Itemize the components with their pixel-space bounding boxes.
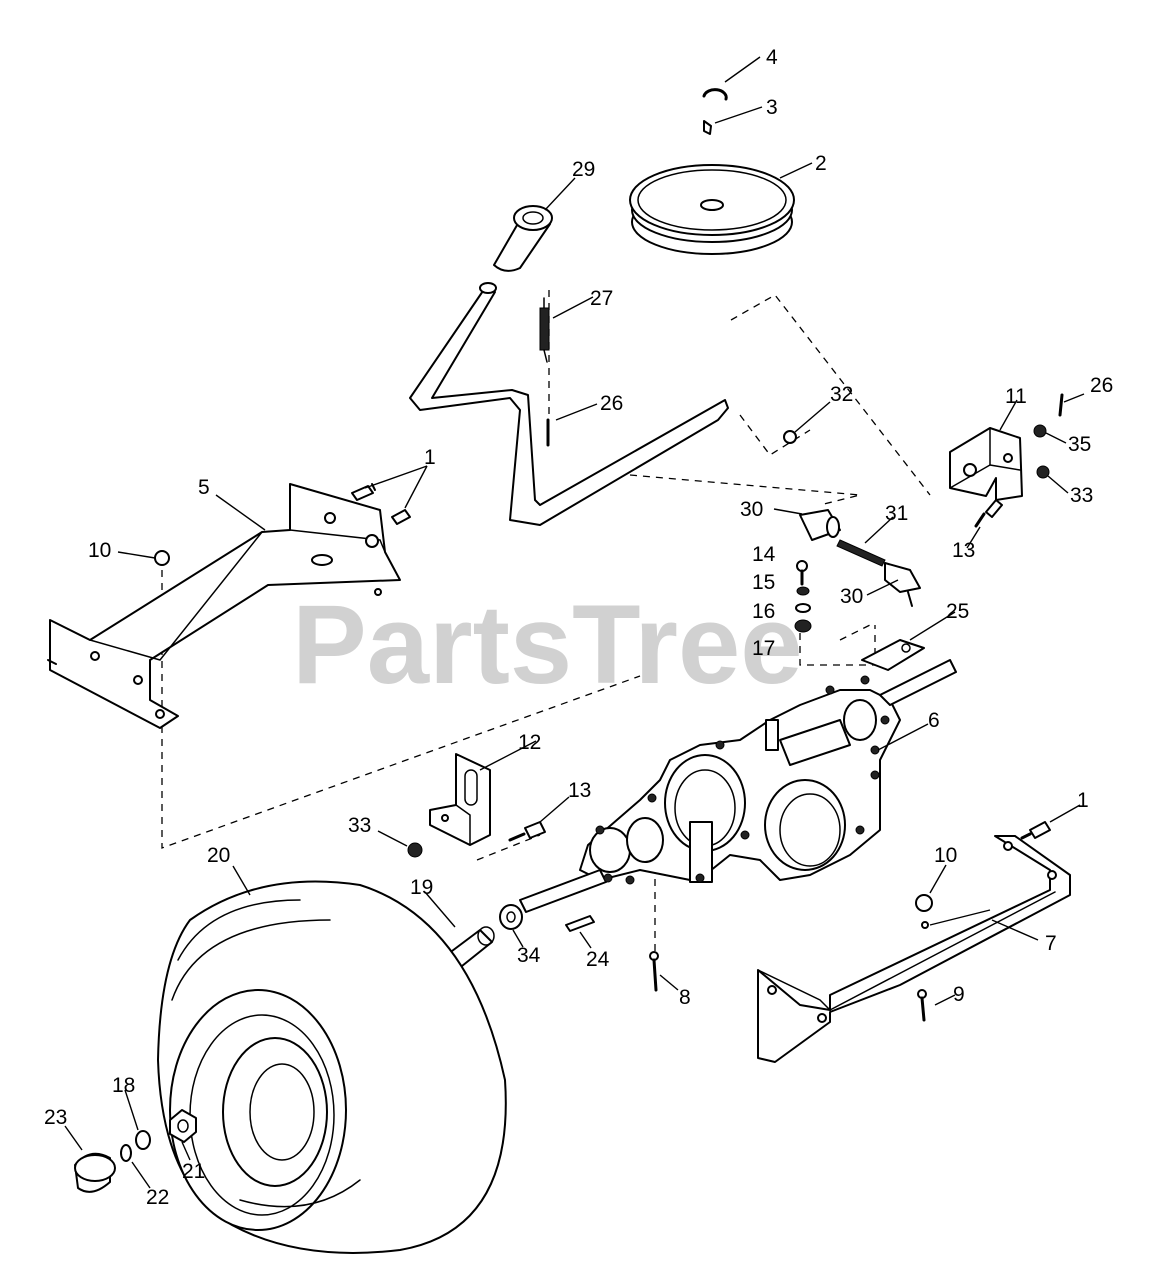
part-32-nut (783, 430, 797, 444)
part-33-nut-right (1036, 465, 1050, 479)
callout-35: 35 (1068, 433, 1091, 456)
callout-26-right: 26 (1090, 374, 1113, 397)
part-5-frame-bracket (47, 483, 401, 729)
callout-14: 14 (752, 543, 776, 566)
callout-30-left: 30 (740, 498, 763, 521)
callout-1-left: 1 (424, 446, 436, 469)
callout-5: 5 (198, 476, 210, 499)
part-31-threaded-rod (836, 539, 886, 567)
callout-3: 3 (766, 96, 778, 119)
callout-7: 7 (1045, 932, 1057, 955)
callout-31: 31 (885, 502, 908, 525)
part-9-bolt (917, 989, 927, 1022)
callout-21: 21 (182, 1160, 205, 1183)
part-23-hub-cap (74, 1152, 116, 1193)
callout-18: 18 (112, 1074, 135, 1097)
part-6-transaxle (519, 659, 957, 913)
part-3-key (703, 120, 712, 135)
callout-9: 9 (953, 983, 965, 1006)
callout-33-right: 33 (1070, 484, 1093, 507)
callout-1-right: 1 (1077, 789, 1089, 812)
part-12-bracket (429, 753, 491, 846)
callout-2: 2 (815, 152, 827, 175)
part-10-nut-left (154, 550, 170, 566)
callout-19: 19 (410, 876, 433, 899)
part-18-washer (135, 1130, 151, 1150)
part-22-e-ring (120, 1144, 132, 1162)
callout-25: 25 (946, 600, 969, 623)
callout-32: 32 (830, 383, 853, 406)
callout-6: 6 (928, 709, 940, 732)
part-11-bracket (949, 427, 1023, 501)
part-17-nut (794, 619, 812, 633)
part-35-washer (1033, 424, 1047, 438)
part-8-bolt (649, 951, 659, 992)
callout-8: 8 (679, 986, 691, 1009)
callout-4: 4 (766, 46, 778, 69)
part-13-bolt-right (974, 499, 1003, 528)
callout-10-left: 10 (88, 539, 111, 562)
callout-10-right: 10 (934, 844, 957, 867)
callout-33-left: 33 (348, 814, 371, 837)
part-24-key (565, 915, 595, 932)
callout-20: 20 (207, 844, 230, 867)
part-10-nut-right (915, 894, 933, 912)
part-26-cotter-pin-right (1058, 393, 1064, 417)
part-2-pulley (629, 164, 795, 255)
callout-12: 12 (518, 731, 541, 754)
part-30-sleeve-right (884, 562, 921, 607)
callout-24: 24 (586, 948, 610, 971)
callout-17: 17 (752, 637, 775, 660)
callout-16: 16 (752, 600, 775, 623)
callout-26: 26 (600, 392, 623, 415)
part-4-snap-ring (702, 88, 728, 101)
part-15-lock-washer (796, 586, 810, 596)
watermark: PartsTree (292, 582, 803, 707)
callout-30-right: 30 (840, 585, 863, 608)
part-7-frame-bracket (757, 835, 1071, 1063)
part-16-washer (795, 603, 811, 613)
callout-34: 34 (517, 944, 541, 967)
part-13-bolt-center (508, 821, 546, 842)
callout-11: 11 (1005, 385, 1027, 408)
callout-22: 22 (146, 1186, 169, 1209)
callout-27: 27 (590, 287, 613, 310)
part-25-plate (861, 639, 925, 671)
callout-29: 29 (572, 158, 595, 181)
part-30-sleeve-left (799, 509, 841, 541)
part-21-nut (169, 1109, 197, 1143)
callout-15: 15 (752, 571, 775, 594)
assembly-guide-lines (161, 290, 931, 955)
callout-leaders (64, 56, 1085, 1189)
part-33-nut-left (407, 842, 423, 858)
part-14-bolt (796, 560, 808, 586)
callout-23: 23 (44, 1106, 67, 1129)
callout-13-center: 13 (568, 779, 591, 802)
part-34-washer (499, 904, 523, 930)
part-27-spring (539, 297, 550, 363)
part-20-wheel-tire (157, 880, 507, 1254)
control-lever-rod (409, 282, 729, 526)
callout-13-right: 13 (952, 539, 975, 562)
part-29-handle-grip (493, 205, 553, 272)
part-1-bolt-right (1020, 821, 1051, 840)
callout-labels: 4 3 2 29 27 26 32 11 26 35 33 13 30 31 1… (44, 46, 1113, 1209)
part-1-bolts-left (351, 483, 411, 525)
